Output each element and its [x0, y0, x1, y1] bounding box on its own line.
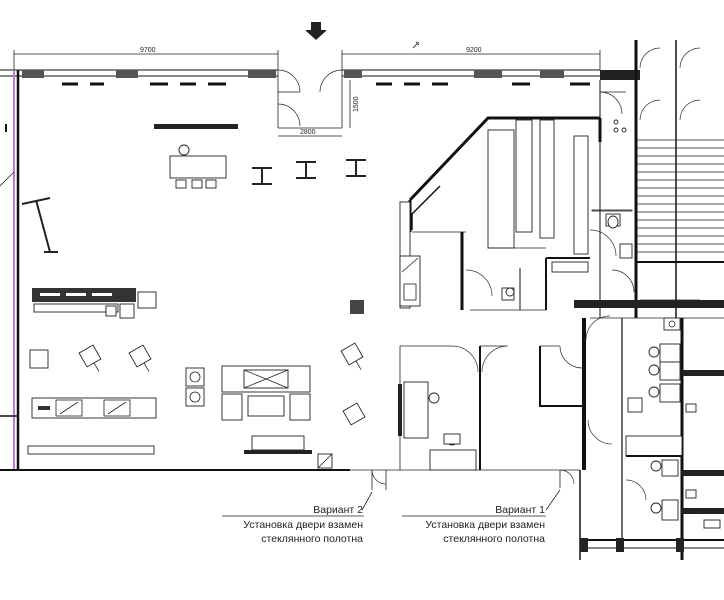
note-variant-2-line2: стеклянного полотна — [261, 533, 363, 545]
note-variant-1-line2: стеклянного полотна — [443, 533, 545, 545]
right-offices — [585, 315, 724, 560]
note-variant-1-line1: Установка двери взамен — [425, 519, 545, 531]
bottom-wall-right — [559, 469, 724, 560]
column — [350, 300, 364, 314]
side-tables — [185, 367, 205, 407]
reception-desk — [154, 124, 238, 189]
armchairs — [29, 342, 366, 426]
storage-block — [399, 116, 602, 311]
dimension-top: 9700 9200 — [13, 47, 601, 70]
dimension-door-width: 2800 — [300, 129, 316, 136]
entrance-arrow-icon — [305, 22, 327, 40]
service-area — [574, 40, 724, 318]
note-variant-1-title: Вариант 1 — [495, 504, 545, 516]
display-counter — [32, 288, 157, 319]
bar-stools — [21, 159, 366, 253]
entrance-vestibule: 2800 1500 — [277, 69, 360, 137]
note-variant-2: Вариант 2 Установка двери взамен стеклян… — [222, 504, 364, 545]
note-variant-2-line1: Установка двери взамен — [243, 519, 363, 531]
front-wall — [0, 69, 640, 86]
dimension-door-depth: 1500 — [353, 96, 360, 112]
floor-cabinet — [317, 453, 333, 469]
left-wall — [0, 70, 20, 470]
note-variant-1: Вариант 1 Установка двери взамен стеклян… — [402, 504, 546, 545]
note-variant-2-title: Вариант 2 — [313, 504, 363, 516]
office-rooms — [398, 318, 586, 471]
variant-doors — [371, 469, 387, 490]
dimension-right-width: 9200 — [466, 47, 482, 54]
display-wall — [27, 397, 157, 455]
decor-mark-icon — [412, 41, 420, 49]
note-leaders — [361, 489, 561, 511]
sofa-group — [221, 365, 312, 454]
dimension-left-width: 9700 — [140, 47, 156, 54]
